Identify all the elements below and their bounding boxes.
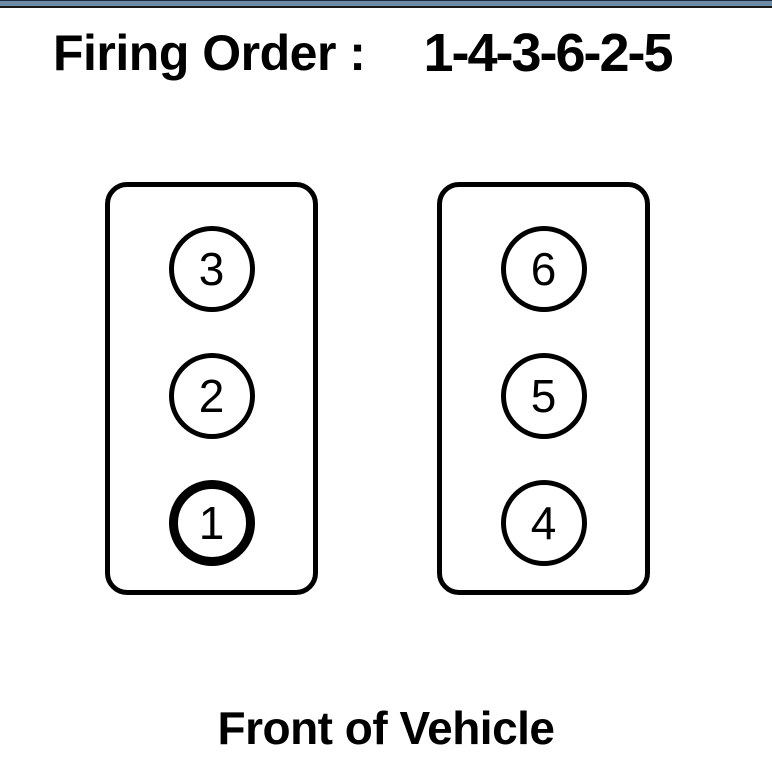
cylinder-2[interactable]: 2 <box>168 353 255 439</box>
firing-order-label: Firing Order : <box>53 25 366 81</box>
top-chrome-bar <box>0 0 772 8</box>
cylinder-6-number: 6 <box>530 243 557 295</box>
cylinder-5[interactable]: 5 <box>500 353 587 439</box>
cylinder-2-number: 2 <box>198 370 225 422</box>
cylinder-1-number: 1 <box>198 497 225 549</box>
cylinder-1[interactable]: 1 <box>168 480 255 566</box>
front-of-vehicle-caption: Front of Vehicle <box>217 702 555 754</box>
cylinder-4-number: 4 <box>530 497 557 549</box>
cylinder-5-number: 5 <box>530 370 557 422</box>
cylinder-4[interactable]: 4 <box>500 480 587 566</box>
engine-bank-left: 3 2 1 <box>105 182 318 595</box>
engine-bank-right: 6 5 4 <box>437 182 650 595</box>
firing-order-header: Firing Order : 1-4-3-6-2-5 <box>0 22 772 84</box>
firing-order-sequence: 1-4-3-6-2-5 <box>423 23 673 83</box>
cylinder-3[interactable]: 3 <box>168 226 255 312</box>
cylinder-6[interactable]: 6 <box>500 226 587 312</box>
cylinder-3-number: 3 <box>198 243 225 295</box>
